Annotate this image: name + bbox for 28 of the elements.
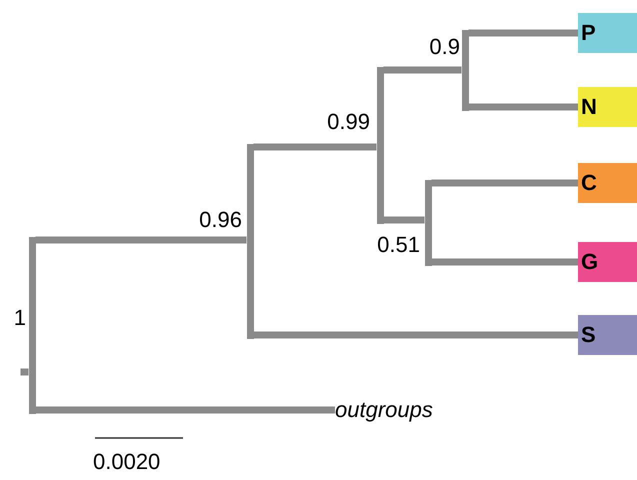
- tree-node-bar: [424, 180, 432, 266]
- taxon-label: S: [578, 315, 637, 355]
- support-value: 0.96: [198, 207, 242, 233]
- taxon-label: C: [578, 163, 637, 203]
- tree-node-bar: [376, 66, 384, 224]
- tree-branch: [36, 406, 335, 414]
- tree-branch: [254, 332, 578, 338]
- tree-node-bar: [28, 236, 36, 414]
- tree-node-bar: [462, 30, 468, 110]
- tree-branch: [254, 144, 376, 150]
- support-value: 0.99: [326, 109, 370, 135]
- tree-branch: [468, 30, 578, 36]
- tree-branch: [384, 66, 462, 74]
- taxon-label: G: [578, 242, 637, 282]
- tree-branch: [20, 368, 28, 376]
- taxon-label: outgroups: [335, 397, 433, 423]
- tree-node-bar: [246, 144, 254, 338]
- tree-branch: [432, 180, 578, 186]
- support-value: 0.51: [376, 232, 420, 258]
- support-value: 0.9: [428, 34, 460, 60]
- taxon-label: P: [578, 13, 637, 53]
- scale-value: 0.0020: [93, 449, 160, 475]
- tree-branch: [432, 258, 578, 266]
- taxon-label: N: [578, 87, 637, 127]
- support-value: 1: [12, 305, 26, 331]
- tree-branch: [36, 236, 246, 244]
- tree-branch: [468, 104, 578, 110]
- tree-branch: [384, 216, 424, 224]
